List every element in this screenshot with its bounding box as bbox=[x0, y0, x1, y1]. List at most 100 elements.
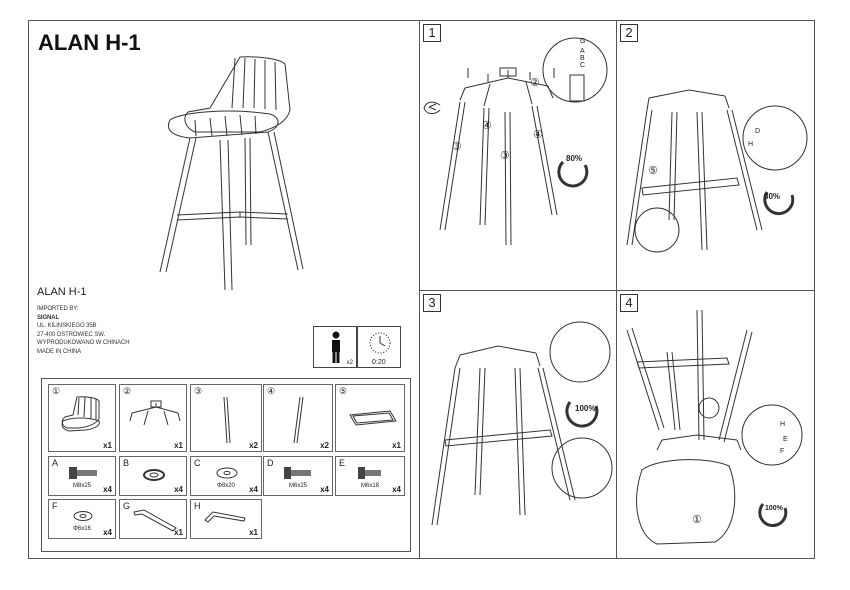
part-qty: x1 bbox=[103, 441, 112, 450]
part-footrest: ⑤ x1 bbox=[335, 384, 405, 452]
part-seat: ① x1 bbox=[48, 384, 116, 452]
assembly-time: 0:20 bbox=[372, 359, 386, 366]
bolt-icon bbox=[358, 467, 381, 479]
persons-box: x2 bbox=[313, 326, 357, 368]
step-number: 4 bbox=[620, 294, 638, 312]
hw-callout: A bbox=[580, 48, 585, 55]
part-key: ⑤ bbox=[339, 386, 348, 396]
hardware-g: G x1 bbox=[119, 499, 187, 539]
part-spec: M6x25 bbox=[288, 483, 307, 489]
part-key: D bbox=[267, 458, 274, 468]
torque-label: 100% bbox=[575, 404, 596, 413]
hardware-a: A M8x25 x4 bbox=[48, 456, 116, 496]
part-base: ② x1 bbox=[119, 384, 187, 452]
divider-left bbox=[419, 20, 420, 559]
product-title: ALAN H-1 bbox=[38, 30, 141, 55]
part-key: A bbox=[52, 458, 59, 468]
part-key: G bbox=[123, 501, 131, 511]
importer-info: IMPORTED BY: SIGNAL UL. KILINSKIEGO 35B … bbox=[37, 305, 130, 357]
step-number: 1 bbox=[423, 24, 441, 42]
instruction-sheet bbox=[28, 20, 815, 559]
seat-icon bbox=[61, 396, 100, 432]
hardware-d: D M6x25 x4 bbox=[263, 456, 333, 496]
leg-callout: ④ bbox=[533, 129, 543, 141]
divider-middle bbox=[616, 20, 617, 559]
part-qty: x4 bbox=[103, 528, 112, 537]
part-key: ① bbox=[52, 386, 61, 396]
leg-icon bbox=[223, 396, 231, 444]
base-callout: ② bbox=[530, 77, 540, 89]
step-1-drawing bbox=[423, 37, 608, 246]
part-spec: Φ8x20 bbox=[217, 483, 235, 489]
bolt-icon bbox=[284, 467, 311, 479]
persons-count: x2 bbox=[346, 360, 353, 366]
part-spec: M6x18 bbox=[360, 483, 379, 489]
torque-label: 100% bbox=[765, 505, 783, 512]
part-qty: x1 bbox=[249, 528, 258, 537]
part-qty: x2 bbox=[320, 441, 329, 450]
part-key: H bbox=[194, 501, 201, 511]
part-key: F bbox=[52, 501, 58, 511]
base-frame-icon bbox=[129, 400, 181, 426]
frame-callout: ⑤ bbox=[648, 165, 658, 177]
time-box: 0:20 bbox=[357, 326, 401, 368]
part-qty: x2 bbox=[249, 441, 258, 450]
torque-label: 80% bbox=[566, 154, 583, 163]
part-qty: x4 bbox=[249, 485, 258, 494]
model-label: ALAN H-1 bbox=[37, 286, 87, 298]
seat-callout: ① bbox=[692, 514, 702, 526]
importer-line: SIGNAL bbox=[37, 314, 60, 321]
hardware-h: H x1 bbox=[190, 499, 262, 539]
importer-line: 27-400 OSTROWIEC SW. bbox=[37, 331, 106, 338]
part-key: ③ bbox=[194, 386, 203, 396]
hardware-b: B x4 bbox=[119, 456, 187, 496]
flat-washer-icon bbox=[216, 467, 238, 479]
part-qty: x1 bbox=[392, 441, 401, 450]
part-key: C bbox=[194, 458, 201, 468]
part-qty: x4 bbox=[320, 485, 329, 494]
part-key: ② bbox=[123, 386, 132, 396]
torque-label: 80% bbox=[764, 192, 781, 201]
part-leg-b: ④ x2 bbox=[263, 384, 333, 452]
bolt-icon bbox=[69, 467, 97, 479]
hardware-e: E M6x18 x4 bbox=[335, 456, 405, 496]
spring-washer-icon bbox=[143, 469, 165, 481]
leg-icon bbox=[293, 396, 304, 444]
hw-callout: F bbox=[780, 448, 785, 455]
part-key: ④ bbox=[267, 386, 276, 396]
flat-washer-icon bbox=[73, 511, 93, 521]
leg-callout: ④ bbox=[482, 120, 492, 132]
person-icon bbox=[332, 331, 340, 363]
part-qty: x4 bbox=[174, 485, 183, 494]
part-qty: x4 bbox=[103, 485, 112, 494]
leg-callout: ③ bbox=[500, 150, 510, 162]
hw-callout: D bbox=[755, 128, 761, 135]
part-qty: x1 bbox=[174, 441, 183, 450]
hw-callout: H bbox=[780, 421, 786, 428]
importer-line: WYPRODUKOWANO W CHINACH bbox=[37, 340, 130, 347]
hw-callout: H bbox=[748, 141, 754, 148]
hw-callout: C bbox=[580, 62, 586, 69]
part-key: E bbox=[339, 458, 346, 468]
importer-line: MADE IN CHINA bbox=[37, 348, 82, 355]
parts-list bbox=[41, 378, 411, 552]
part-leg-a: ③ x2 bbox=[190, 384, 262, 452]
part-qty: x4 bbox=[392, 485, 401, 494]
divider-row bbox=[419, 290, 815, 291]
importer-line: UL. KILINSKIEGO 35B bbox=[37, 323, 97, 330]
hardware-f: F Φ6x16 x4 bbox=[48, 499, 116, 539]
step-number: 2 bbox=[620, 24, 638, 42]
step-4-drawing bbox=[626, 309, 803, 545]
step-2-drawing bbox=[626, 89, 808, 253]
part-spec: M8x25 bbox=[72, 483, 91, 489]
hw-callout: G bbox=[580, 38, 586, 45]
leg-callout: ③ bbox=[452, 141, 462, 153]
allen-key-icon bbox=[204, 511, 246, 523]
hardware-c: C Φ8x20 x4 bbox=[190, 456, 262, 496]
bar-stool-illustration bbox=[159, 56, 304, 291]
footrest-frame-icon bbox=[349, 410, 397, 426]
allen-key-icon bbox=[133, 509, 177, 532]
part-qty: x1 bbox=[174, 528, 183, 537]
clock-icon bbox=[369, 332, 391, 354]
hw-callout: B bbox=[580, 55, 585, 62]
